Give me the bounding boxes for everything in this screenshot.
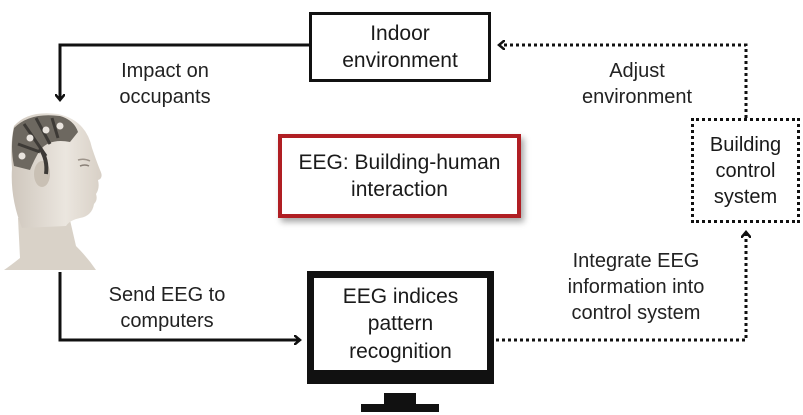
- eeg-indices-label: EEG indices pattern recognition: [342, 285, 459, 363]
- integrate-eeg-label: Integrate EEG information into control s…: [567, 250, 705, 324]
- impact-on-occupants-label: Impact on occupants: [119, 60, 211, 108]
- arrow-send-eeg: [58, 272, 300, 340]
- indoor-environment-label: Indoor environment: [342, 21, 458, 72]
- eeg-indices-monitor: EEG indices pattern recognition: [307, 271, 494, 384]
- building-control-system-box: Building control system: [691, 118, 800, 223]
- computer-monitor-icon: [361, 388, 486, 412]
- building-control-system-label: Building control system: [709, 133, 782, 208]
- human-head-with-eeg-cap-icon: [4, 113, 102, 270]
- diagram-title-box: EEG: Building-human interaction: [278, 134, 521, 218]
- adjust-environment-label: Adjust environment: [581, 60, 693, 108]
- arrow-adjust-environment: [499, 45, 748, 118]
- indoor-environment-box: Indoor environment: [309, 12, 491, 82]
- arrow-impact-on-occupants: [60, 43, 309, 100]
- diagram-title: EEG: Building-human interaction: [298, 150, 501, 201]
- send-eeg-label: Send EEG to computers: [108, 284, 226, 332]
